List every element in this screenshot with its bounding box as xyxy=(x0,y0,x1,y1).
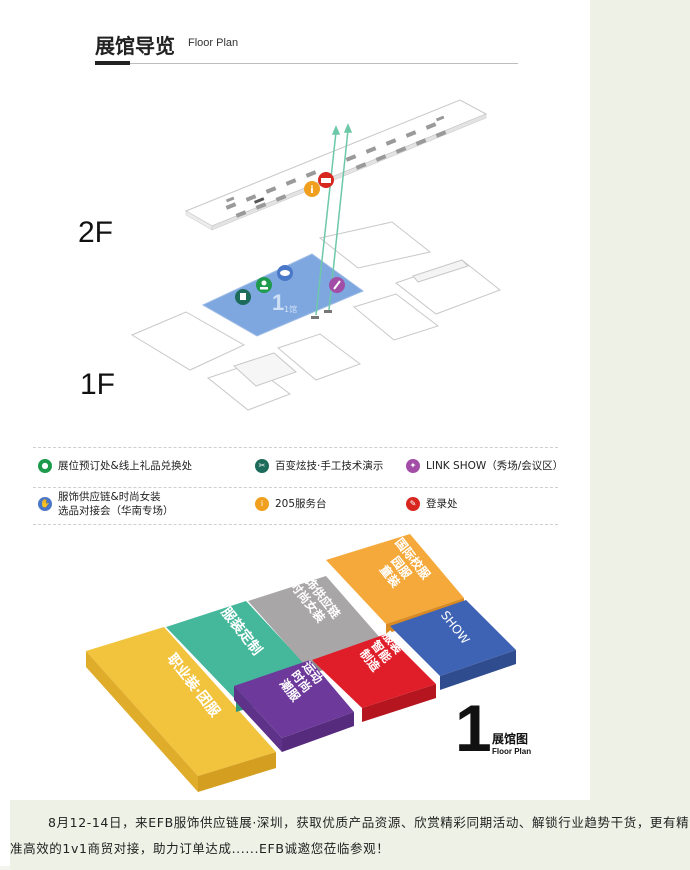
register-desk-marker[interactable] xyxy=(318,172,334,188)
legend-label: 选品对接会（华南专场） xyxy=(58,505,174,517)
legend-item-linkshow: ✦ LINK SHOW（秀场/会议区） xyxy=(406,459,563,473)
legend-item-matchmaking: ✋ 服饰供应链&时尚女装 选品对接会（华南专场） xyxy=(38,490,174,518)
booking-office-marker[interactable] xyxy=(256,277,272,293)
hall-number: 1 xyxy=(455,691,492,765)
zone-sportswear[interactable]: 运动时尚潮服 xyxy=(234,659,354,752)
legend-label: 服饰供应链&时尚女装 xyxy=(58,491,161,503)
title-accent-bar xyxy=(95,61,130,65)
craft-demo-marker[interactable] xyxy=(235,289,251,305)
hall-block xyxy=(206,363,292,411)
legend-label: LINK SHOW（秀场/会议区） xyxy=(426,460,564,472)
hall-1-label: 1馆 xyxy=(284,304,297,314)
invitation-paragraph: 8月12-14日，来EFB服饰供应链展·深圳，获取优质产品资源、欣赏精彩同期活动… xyxy=(10,815,690,856)
craft-icon: ✂ xyxy=(255,459,269,473)
side-panel xyxy=(590,0,690,866)
handshake-icon: ✋ xyxy=(38,497,52,511)
legend-item-booking: ● 展位预订处&线上礼品兑换处 xyxy=(38,459,192,473)
page-title: 展馆导览 xyxy=(95,34,175,58)
hall-map-subtitle: Floor Plan xyxy=(492,747,532,756)
floor-label-2f: 2F xyxy=(78,216,114,249)
link-show-marker[interactable] xyxy=(329,277,345,293)
invitation-text-block: 8月12-14日，来EFB服饰供应链展·深圳，获取优质产品资源、欣赏精彩同期活动… xyxy=(10,800,690,870)
hall-map-title: 展馆图 xyxy=(492,732,529,746)
page-subtitle: Floor Plan xyxy=(188,37,239,49)
matchmaking-marker[interactable] xyxy=(277,265,293,281)
hall-block xyxy=(318,221,432,269)
service-icon: i xyxy=(255,497,269,511)
legend-divider xyxy=(33,487,558,488)
title-divider xyxy=(95,63,518,64)
linkshow-icon: ✦ xyxy=(406,459,420,473)
zone-smart-manufacturing[interactable]: 服装智能制造 xyxy=(312,627,436,722)
service-desk-marker[interactable]: i xyxy=(304,181,320,197)
hall-block xyxy=(130,311,246,371)
floor-label-1f: 1F xyxy=(80,368,116,401)
hall-1-zone-map: 职业装·团服 服装定制 服饰供应链时尚女装 国际校服园服童装 运动时尚潮服 xyxy=(86,534,516,792)
hall-number-mark: 1 xyxy=(272,290,284,315)
floor-1f-halls xyxy=(130,221,502,411)
zone-show[interactable]: SHOW xyxy=(390,600,516,690)
legend-label: 展位预订处&线上礼品兑换处 xyxy=(58,460,193,472)
hall-1-area: 1 1馆 xyxy=(201,253,365,337)
svg-text:i: i xyxy=(310,185,313,196)
legend-label: 百变炫技·手工技术演示 xyxy=(275,460,384,472)
booking-icon: ● xyxy=(38,459,52,473)
legend-item-register: ✎ 登录处 xyxy=(406,497,458,511)
floor-plan-map: 1 1馆 i xyxy=(130,99,502,411)
legend-divider xyxy=(33,447,558,448)
legend-label: 登录处 xyxy=(426,498,458,510)
legend-item-craft: ✂ 百变炫技·手工技术演示 xyxy=(255,459,383,473)
register-icon: ✎ xyxy=(406,497,420,511)
hall-block xyxy=(352,293,440,341)
legend-item-service: i 205服务台 xyxy=(255,497,327,511)
floor-2f-hall xyxy=(184,99,488,231)
zone-uniforms[interactable]: 职业装·团服 xyxy=(86,627,276,792)
legend-divider xyxy=(33,524,558,525)
legend-label: 205服务台 xyxy=(275,498,327,510)
hall-block xyxy=(276,333,362,381)
